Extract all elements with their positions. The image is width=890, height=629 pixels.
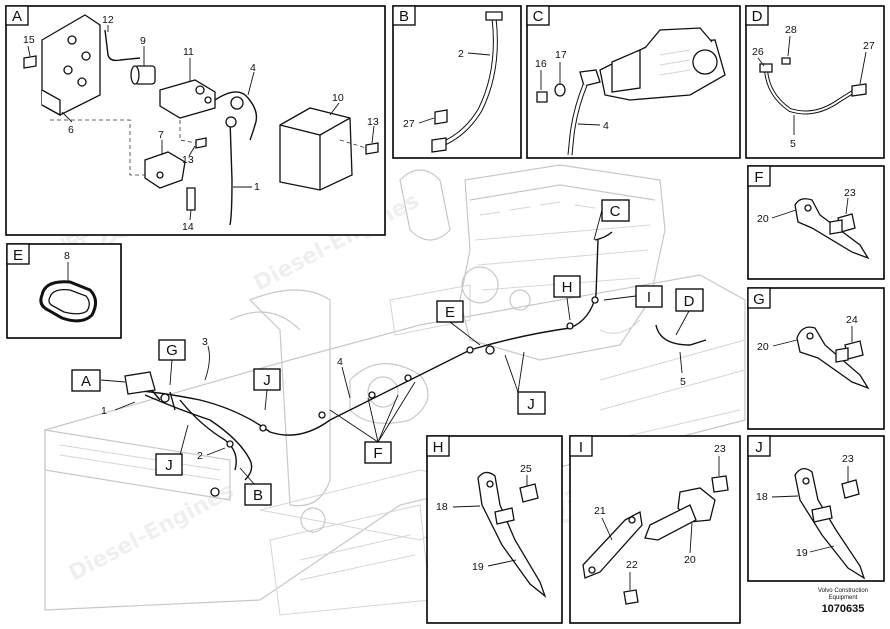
panel-H: H 25 18 19 [426, 435, 563, 624]
leader-lines [100, 209, 690, 486]
main-callouts: A G J J B F E H C I D J [71, 199, 704, 506]
part-number: 16 [535, 58, 547, 70]
callout-A: A [71, 369, 101, 392]
panel-E: E 8 [6, 243, 122, 339]
part-number: 7 [158, 129, 164, 141]
part-number: 20 [684, 554, 696, 566]
part-number: 28 [785, 24, 797, 36]
panel-A: A [5, 5, 386, 236]
part-number: 22 [626, 559, 638, 571]
main-numbers: 1 3 4 2 5 [101, 336, 686, 462]
part-number: 11 [183, 46, 194, 58]
footer-caption: Volvo Construction [817, 588, 868, 594]
part-number: 2 [197, 450, 203, 462]
callout-letter: G [166, 342, 178, 359]
part-number: 25 [520, 463, 532, 475]
part-number: 23 [842, 453, 854, 465]
drawing-footer: Volvo Construction Equipment 1070635 [818, 588, 868, 615]
callout-letter: H [562, 279, 573, 296]
part-number: 12 [102, 14, 114, 26]
panel-letter: G [753, 291, 765, 308]
panel-J: J 23 18 19 [747, 435, 885, 582]
callout-H: H [553, 275, 581, 298]
part-number: 20 [757, 213, 769, 225]
panel-letter: H [433, 439, 444, 456]
part-number: 26 [752, 46, 764, 58]
part-number: 27 [863, 40, 875, 52]
part-number: 21 [594, 505, 606, 517]
callout-letter: F [373, 445, 382, 462]
part-number: 13 [367, 116, 379, 128]
callout-F: F [364, 441, 392, 464]
panel-letter: F [754, 169, 763, 186]
callout-I: I [635, 285, 663, 308]
panel-F: F 23 20 [747, 165, 885, 280]
callout-letter: C [610, 203, 621, 220]
panel-B: B 2 27 [392, 5, 522, 159]
part-number: 9 [140, 35, 146, 47]
callout-J: J [253, 368, 281, 391]
part-number: 2 [458, 48, 464, 60]
part-number: 3 [202, 336, 208, 348]
part-number: 5 [790, 138, 796, 150]
drawing-number: 1070635 [821, 603, 865, 615]
callout-letter: B [253, 487, 263, 504]
part-number: 15 [23, 34, 35, 46]
part-number: 4 [337, 356, 343, 368]
part-number: 23 [714, 443, 726, 455]
part-number: 19 [796, 547, 808, 559]
part-number: 8 [64, 250, 70, 262]
part-number: 18 [756, 491, 768, 503]
callout-letter: D [684, 293, 695, 310]
callout-J: J [517, 391, 546, 415]
part-number: 14 [182, 221, 194, 233]
part-number: 19 [472, 561, 484, 573]
callout-B: B [244, 483, 272, 506]
panel-letter: C [533, 8, 544, 25]
engine [459, 164, 666, 361]
panel-letter: E [13, 247, 23, 264]
callout-J: J [155, 453, 183, 476]
part-number: 1 [254, 181, 260, 193]
part-number: 10 [332, 92, 344, 104]
part-number: 1 [101, 405, 107, 417]
part-number: 27 [403, 118, 415, 130]
part-number: 6 [68, 124, 74, 136]
part-number: 4 [250, 62, 256, 74]
callout-letter: J [165, 457, 173, 474]
panel-I: I 23 21 20 22 [569, 435, 741, 624]
panel-letter: D [752, 8, 763, 25]
part-number: 4 [603, 120, 609, 132]
panel-letter: A [12, 8, 22, 25]
callout-letter: J [263, 372, 271, 389]
callout-E: E [436, 300, 464, 323]
main-harness [124, 231, 707, 497]
footer-caption: Equipment [828, 595, 858, 601]
part-number: 18 [436, 501, 448, 513]
callout-letter: J [527, 396, 535, 413]
panel-D: D 28 26 27 5 [745, 5, 885, 159]
callout-D: D [675, 288, 704, 312]
callout-C: C [601, 199, 630, 222]
callout-G: G [158, 339, 186, 361]
part-number: 23 [844, 187, 856, 199]
callout-letter: I [647, 289, 651, 306]
callout-letter: E [445, 304, 455, 321]
panel-letter: I [579, 439, 583, 456]
panel-G: G 24 20 [747, 287, 885, 430]
part-number: 20 [757, 341, 769, 353]
panel-letter: B [399, 8, 409, 25]
part-number: 24 [846, 314, 858, 326]
panel-C: C 16 17 4 [526, 5, 741, 159]
panel-letter: J [755, 439, 763, 456]
callout-letter: A [81, 373, 91, 390]
part-number: 5 [680, 376, 686, 388]
part-number: 13 [182, 154, 194, 166]
part-number: 17 [555, 49, 567, 61]
